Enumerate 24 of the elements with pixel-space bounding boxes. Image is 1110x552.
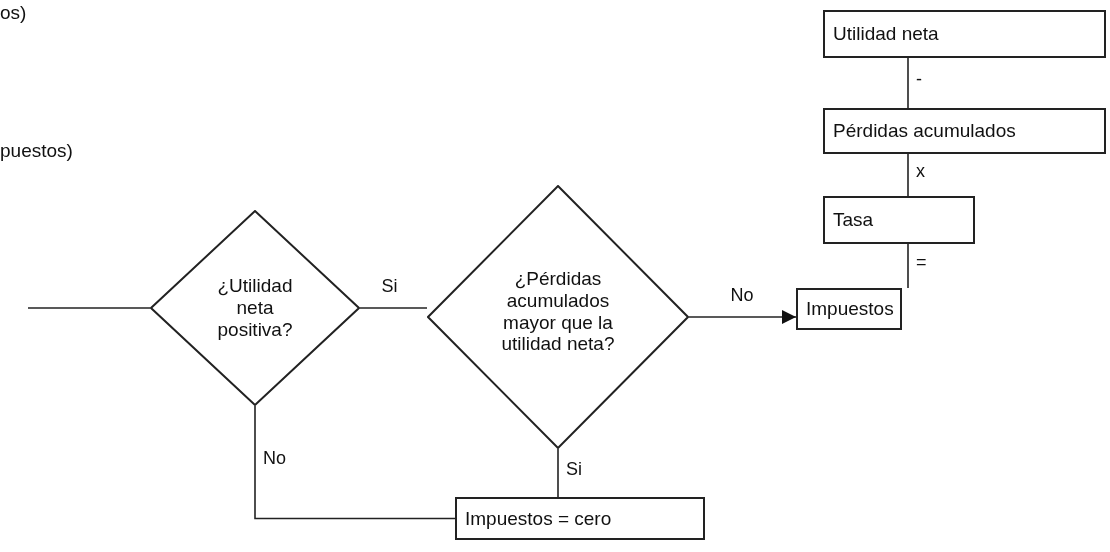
node-text: Impuestos (806, 298, 894, 320)
process-box (796, 288, 902, 330)
arrow (688, 309, 797, 325)
text-fragment: puestos) (0, 140, 73, 162)
node-text: Tasa (833, 209, 874, 231)
connector-line (907, 153, 909, 197)
node-text: Impuestos = cero (465, 507, 612, 530)
connector-line (27, 307, 151, 309)
process-box (823, 10, 1106, 58)
text-fragment: os) (0, 2, 27, 24)
connector-line (557, 448, 559, 498)
node-text: ¿Pérdidas acumulados mayor que la utilidad neta? (500, 267, 616, 356)
node-text: Pérdidas acumulados (833, 120, 1016, 142)
decision-diamond (427, 185, 689, 449)
process-box (823, 196, 975, 244)
connector-line (254, 405, 456, 520)
connector-line (907, 57, 909, 109)
process-box (823, 108, 1106, 154)
node-text: ¿Utilidad neta positiva? (216, 275, 294, 341)
connector-line (359, 307, 428, 309)
decision-diamond (150, 210, 360, 406)
process-box (455, 497, 705, 540)
connector-line (907, 243, 909, 289)
node-text: Utilidad neta (833, 23, 939, 45)
